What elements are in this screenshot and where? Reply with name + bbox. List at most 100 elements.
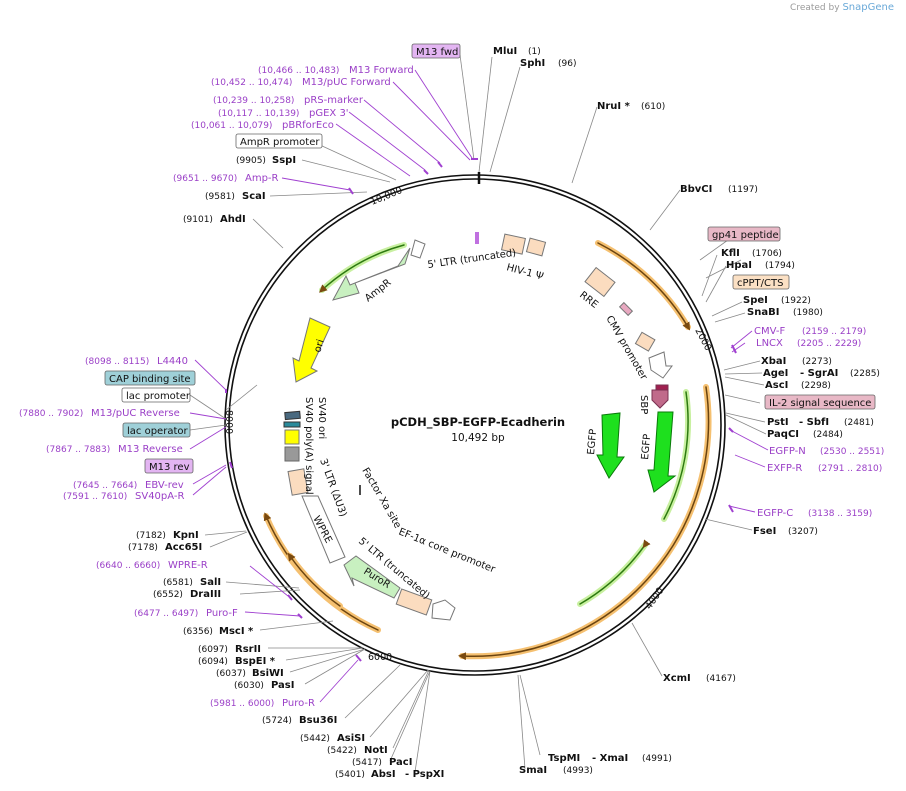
enzyme-xcmi: XcmI (4167)	[663, 673, 736, 684]
sbp-marker	[651, 389, 669, 409]
svg-text:PaqCI: PaqCI	[767, 429, 799, 440]
svg-text:M13 fwd: M13 fwd	[416, 47, 458, 58]
svg-text:NruI *: NruI *	[597, 101, 631, 112]
svg-text:(10,466 .. 10,483): (10,466 .. 10,483)	[258, 66, 339, 76]
enzyme-scai: (9581)ScaI	[205, 191, 266, 202]
ltr-5-top	[500, 233, 527, 255]
svg-text:MscI *: MscI *	[219, 626, 254, 637]
enzyme-rsrii: (6097)RsrII	[198, 644, 261, 655]
svg-text:LNCX: LNCX	[756, 338, 783, 349]
svg-text:(6037): (6037)	[216, 669, 246, 679]
primer-lncx: LNCX(2205 .. 2229)	[756, 338, 861, 349]
svg-text:(7867 .. 7883): (7867 .. 7883)	[46, 445, 110, 455]
sv40-ori-box	[284, 410, 301, 421]
ampr-promoter-arrow	[410, 239, 426, 259]
ori-label: ori	[312, 338, 326, 354]
svg-text:DraIII: DraIII	[190, 589, 221, 600]
hiv-psi-box	[525, 237, 547, 257]
enzyme-hpai: HpaI (1794)	[726, 260, 795, 271]
enzyme-noti: (5422)NotI	[327, 745, 388, 756]
svg-text:KpnI: KpnI	[173, 530, 199, 541]
svg-text:HpaI: HpaI	[726, 260, 752, 271]
tick-10000: 10,000	[369, 185, 404, 208]
svg-text:AsiSI: AsiSI	[337, 733, 365, 744]
svg-text:AbsI: AbsI	[371, 769, 396, 780]
svg-text:(1): (1)	[528, 47, 541, 57]
svg-text:(6552): (6552)	[153, 590, 183, 600]
enzyme-nrui: NruI *(610)	[597, 101, 665, 112]
sv40-ori-label: SV40 ori	[316, 397, 327, 439]
svg-text:AmpR promoter: AmpR promoter	[240, 137, 320, 148]
svg-text:(1197): (1197)	[728, 185, 758, 195]
sv40-box-2	[283, 421, 301, 428]
svg-text:(1794): (1794)	[765, 261, 795, 271]
primer-m13-reverse: (7867 .. 7883) M13 Reverse	[46, 444, 183, 455]
svg-text:M13 Reverse: M13 Reverse	[118, 444, 183, 455]
svg-text:(2791 .. 2810): (2791 .. 2810)	[818, 464, 882, 474]
enzyme-paqci: PaqCI (2484)	[767, 429, 843, 440]
enzyme-ahdi: (9101)AhdI	[183, 214, 246, 225]
svg-text:KflI: KflI	[721, 248, 740, 259]
svg-text:(2298): (2298)	[801, 381, 831, 391]
enzyme-acc65i: (7178)Acc65I	[128, 542, 202, 553]
puror-arrow	[343, 555, 401, 599]
snapgene-watermark: Created by SnapGene	[790, 2, 894, 13]
enzyme-sali: (6581)SalI	[163, 577, 221, 588]
egfp-arrow-left	[596, 412, 625, 479]
enzyme-bspei: (6094)BspEI *	[198, 656, 276, 667]
svg-text:(2484): (2484)	[813, 430, 843, 440]
factor-xa-label: Factor Xa site	[359, 466, 403, 530]
primer-m13-forward: (10,466 .. 10,483)M13 Forward	[258, 65, 414, 76]
primer-prs-marker: (10,239 .. 10,258)pRS-marker	[213, 95, 364, 106]
svg-text:(2159 .. 2179): (2159 .. 2179)	[802, 327, 866, 337]
svg-text:SmaI: SmaI	[519, 765, 547, 776]
primer-pgex3: (10,117 .. 10,139)pGEX 3'	[218, 108, 349, 119]
enzyme-sspi: (9905)SspI	[236, 155, 296, 166]
enzyme-smai: SmaI(4993)	[519, 765, 593, 776]
svg-text:SV40pA-R: SV40pA-R	[135, 491, 184, 502]
svg-text:pRS-marker: pRS-marker	[304, 95, 364, 106]
enzyme-sphi: SphI(96)	[520, 58, 576, 69]
primer-egfp-c: EGFP-C(3138 .. 3159)	[757, 508, 872, 519]
enzyme-psti: PstI- SbfI(2481)	[767, 417, 874, 428]
rre-box	[584, 266, 616, 298]
enzyme-mlui: MluI(1)	[493, 46, 541, 57]
svg-text:(10,452 .. 10,474): (10,452 .. 10,474)	[211, 78, 292, 88]
egfp-arrow-right	[647, 411, 677, 493]
svg-text:M13/pUC Forward: M13/pUC Forward	[302, 77, 391, 88]
cmv-promoter-arrow	[648, 351, 673, 379]
svg-text:(1922): (1922)	[781, 296, 811, 306]
tick-6000: 6000	[368, 652, 392, 663]
svg-text:- SgrAI: - SgrAI	[800, 368, 838, 379]
svg-text:IL-2 signal sequence: IL-2 signal sequence	[769, 398, 871, 409]
svg-text:(8098 .. 8115): (8098 .. 8115)	[85, 357, 149, 367]
svg-text:(4167): (4167)	[706, 674, 736, 684]
svg-text:pBRforEco: pBRforEco	[282, 120, 334, 131]
svg-text:(96): (96)	[558, 59, 576, 69]
svg-text:(5417): (5417)	[352, 758, 382, 768]
svg-text:- XmaI: - XmaI	[592, 753, 628, 764]
egfp-label-1: EGFP	[586, 429, 599, 456]
svg-text:(10,061 .. 10,079): (10,061 .. 10,079)	[191, 121, 272, 131]
svg-text:Amp-R: Amp-R	[245, 173, 279, 184]
orf-arc-4	[287, 553, 343, 609]
svg-text:SalI: SalI	[200, 577, 221, 588]
svg-text:(1980): (1980)	[793, 308, 823, 318]
svg-text:(2273): (2273)	[802, 357, 832, 367]
created-by-text: Created by	[790, 3, 840, 13]
svg-text:FseI: FseI	[753, 526, 776, 537]
svg-text:(9581): (9581)	[205, 192, 235, 202]
leader-lines	[189, 54, 767, 773]
enzyme-labels: MluI(1) SphI(96) NruI *(610) BbvCI(1197)…	[128, 46, 880, 780]
svg-text:BsiWI: BsiWI	[252, 668, 284, 679]
box-cppt-cts: cPPT/CTS	[732, 274, 790, 290]
svg-text:XcmI: XcmI	[663, 673, 691, 684]
svg-text:NotI: NotI	[364, 745, 388, 756]
svg-text:(10,117 .. 10,139): (10,117 .. 10,139)	[218, 109, 299, 119]
orf-arcs	[263, 240, 712, 661]
box-lac-promoter: lac promoter	[121, 387, 191, 403]
factor-xa-box	[287, 468, 309, 496]
enzyme-absi: (5401)AbsI- PspXI	[335, 769, 444, 780]
enzyme-kfli: KflI(1706)	[721, 248, 782, 259]
svg-text:(9651 .. 9670): (9651 .. 9670)	[173, 174, 237, 184]
